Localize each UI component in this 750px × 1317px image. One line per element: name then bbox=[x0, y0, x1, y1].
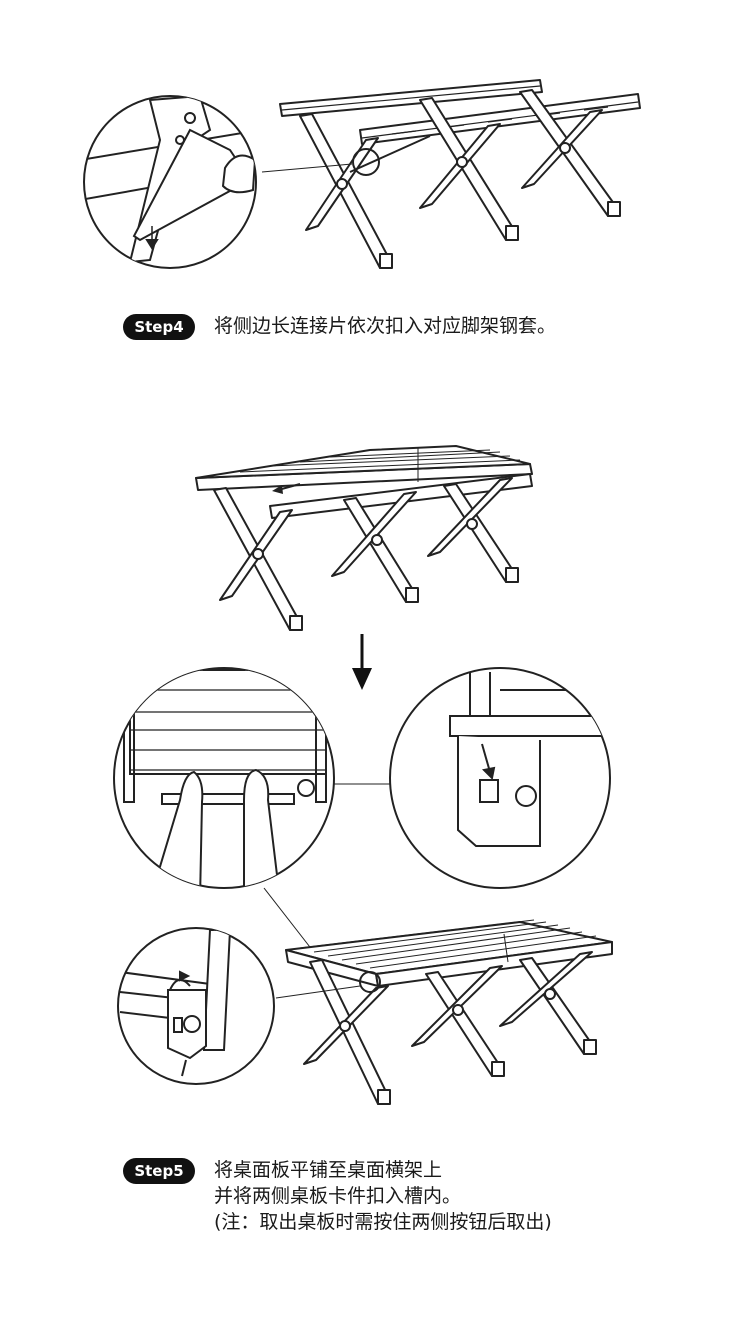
step4-badge: Step4 bbox=[123, 314, 195, 340]
button-detail-callout bbox=[117, 927, 275, 1085]
step4-instructions: 将侧边长连接片依次扣入对应脚架钢套。 bbox=[214, 313, 556, 339]
step4-line-1: 将侧边长连接片依次扣入对应脚架钢套。 bbox=[214, 315, 557, 337]
frame-with-side-rails bbox=[261, 79, 641, 269]
step5-badge: Step5 bbox=[123, 1158, 195, 1184]
step4-detail-callout bbox=[83, 95, 257, 269]
step5-line-1: 将桌面板平铺至桌面横架上 bbox=[214, 1159, 443, 1181]
hands-detail-callout bbox=[113, 667, 390, 889]
table-boards-sliding bbox=[195, 445, 533, 631]
step5-line-3: (注：取出桌板时需按住两侧按钮后取出) bbox=[214, 1211, 552, 1233]
step5-instructions: 将桌面板平铺至桌面横架上 并将两侧桌板卡件扣入槽内。 (注：取出桌板时需按住两侧… bbox=[214, 1157, 552, 1235]
finished-table bbox=[275, 919, 613, 1105]
down-arrow-icon bbox=[352, 634, 372, 690]
clip-detail-callout bbox=[389, 667, 611, 889]
left-arrow-icon bbox=[272, 483, 301, 494]
step5-line-2: 并将两侧桌板卡件扣入槽内。 bbox=[214, 1185, 462, 1207]
